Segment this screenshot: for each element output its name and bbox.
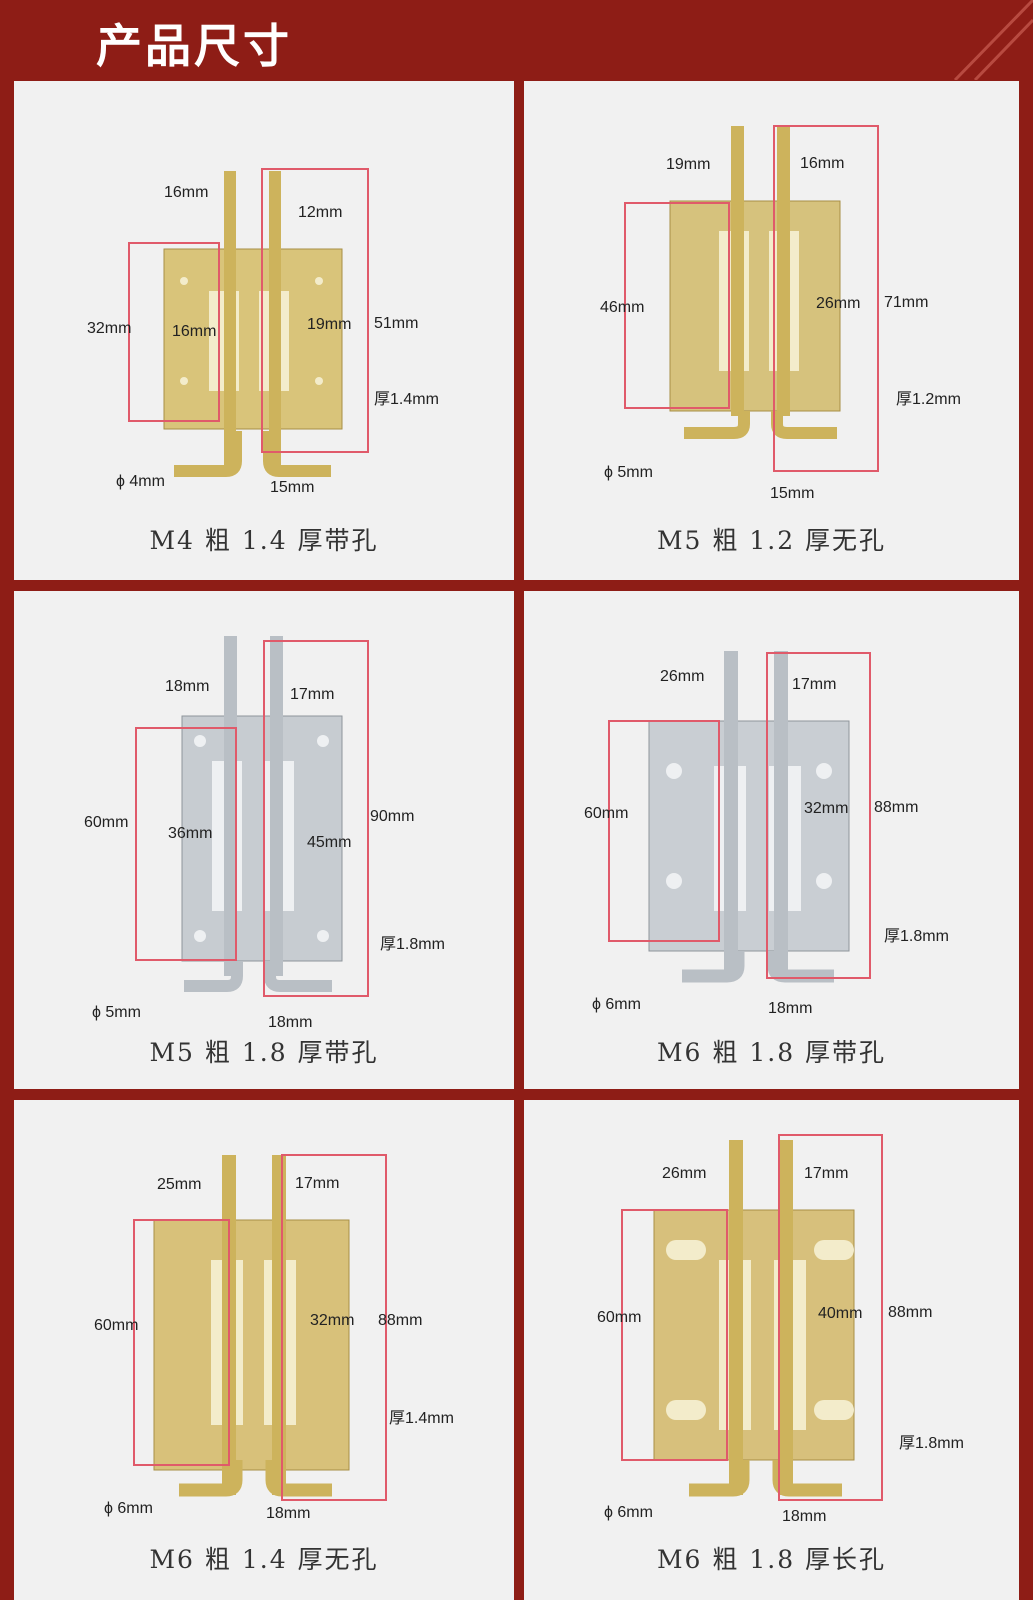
page-title: 产品尺寸 xyxy=(96,19,292,73)
dim-label: 15mm xyxy=(270,479,314,496)
dim-label: 12mm xyxy=(298,204,342,221)
dim-label: ϕ 4mm xyxy=(116,473,165,490)
dim-label: 厚1.4mm xyxy=(374,391,439,408)
dim-label: 60mm xyxy=(597,1309,641,1326)
product-panel-m6-1-8: 26mm 17mm 60mm 32mm 88mm 厚1.8mm ϕ 6mm 18… xyxy=(524,591,1019,1089)
panel-caption: M6 粗 1.4 厚无孔 xyxy=(149,1545,379,1574)
hinge-illustration: 19mm 16mm 46mm 26mm 71mm 厚1.2mm ϕ 5mm 15… xyxy=(600,125,961,502)
product-panel-m6-1-8-slot: 26mm 17mm 60mm 40mm 88mm 厚1.8mm ϕ 6mm 18… xyxy=(524,1100,1019,1600)
dim-label: 90mm xyxy=(370,808,414,825)
hinge-illustration: 16mm 12mm 32mm 16mm 19mm 51mm 厚1.4mm ϕ 4… xyxy=(87,168,439,496)
dim-label: 26mm xyxy=(662,1165,706,1182)
dim-label: 46mm xyxy=(600,299,644,316)
dim-label: 厚1.8mm xyxy=(884,928,949,945)
dim-label: ϕ 5mm xyxy=(604,464,653,481)
hinge-illustration: 26mm 17mm 60mm 32mm 88mm 厚1.8mm ϕ 6mm 18… xyxy=(584,651,949,1017)
hinge-illustration: 25mm 17mm 60mm 32mm 88mm 厚1.4mm ϕ 6mm 18… xyxy=(94,1154,454,1522)
header-banner: 产品尺寸 xyxy=(0,0,1033,80)
dim-label: 88mm xyxy=(874,799,918,816)
dim-label: 17mm xyxy=(792,676,836,693)
dim-label: ϕ 6mm xyxy=(592,996,641,1013)
dim-label: 18mm xyxy=(782,1508,826,1525)
dim-label: 88mm xyxy=(888,1304,932,1321)
dim-label: 88mm xyxy=(378,1312,422,1329)
dim-label: 厚1.2mm xyxy=(896,391,961,408)
dim-label: 16mm xyxy=(172,323,216,340)
dim-label: 18mm xyxy=(165,678,209,695)
panel-caption: M4 粗 1.4 厚带孔 xyxy=(149,526,379,555)
dim-label: 19mm xyxy=(307,316,351,333)
hinge-illustration: 18mm 17mm 60mm 36mm 90mm 45mm 厚1.8mm ϕ 5… xyxy=(84,636,445,1031)
dim-label: 60mm xyxy=(84,814,128,831)
dim-label: 45mm xyxy=(307,834,351,851)
dim-label: 厚1.8mm xyxy=(380,936,445,953)
dim-label: 32mm xyxy=(804,800,848,817)
dim-label: 17mm xyxy=(295,1175,339,1192)
dim-label: 16mm xyxy=(800,155,844,172)
dim-label: 16mm xyxy=(164,184,208,201)
dim-label: 18mm xyxy=(266,1505,310,1522)
dim-label: 18mm xyxy=(268,1014,312,1031)
dim-label: 71mm xyxy=(884,294,928,311)
panel-caption: M5 粗 1.2 厚无孔 xyxy=(656,526,887,555)
dim-label: 25mm xyxy=(157,1176,201,1193)
dim-label: 32mm xyxy=(310,1312,354,1329)
product-panel-m5-1-8: 18mm 17mm 60mm 36mm 90mm 45mm 厚1.8mm ϕ 5… xyxy=(14,591,514,1089)
dim-label: 32mm xyxy=(87,320,131,337)
panel-caption: M6 粗 1.8 厚带孔 xyxy=(656,1038,887,1067)
dim-label: ϕ 5mm xyxy=(92,1004,141,1021)
dim-label: 19mm xyxy=(666,156,710,173)
product-panel-m6-1-4: 25mm 17mm 60mm 32mm 88mm 厚1.4mm ϕ 6mm 18… xyxy=(14,1100,514,1600)
dim-label: 18mm xyxy=(768,1000,812,1017)
dim-label: 36mm xyxy=(168,825,212,842)
dim-label: ϕ 6mm xyxy=(104,1500,153,1517)
dim-label: ϕ 6mm xyxy=(604,1504,653,1521)
decorative-stripes xyxy=(953,0,1033,80)
product-panel-m4-1-4: 16mm 12mm 32mm 16mm 19mm 51mm 厚1.4mm ϕ 4… xyxy=(14,81,514,580)
hinge-illustration: 26mm 17mm 60mm 40mm 88mm 厚1.8mm ϕ 6mm 18… xyxy=(597,1134,964,1525)
dim-label: 26mm xyxy=(816,295,860,312)
dim-label: 厚1.8mm xyxy=(899,1435,964,1452)
product-panel-m5-1-2: 19mm 16mm 46mm 26mm 71mm 厚1.2mm ϕ 5mm 15… xyxy=(524,81,1019,580)
dim-label: 60mm xyxy=(584,805,628,822)
dim-label: 60mm xyxy=(94,1317,138,1334)
panel-caption: M5 粗 1.8 厚带孔 xyxy=(149,1038,379,1067)
dim-label: 17mm xyxy=(804,1165,848,1182)
dim-label: 40mm xyxy=(818,1305,862,1322)
dim-label: 17mm xyxy=(290,686,334,703)
dim-label: 51mm xyxy=(374,315,418,332)
dim-label: 15mm xyxy=(770,485,814,502)
dim-label: 26mm xyxy=(660,668,704,685)
panel-caption: M6 粗 1.8 厚长孔 xyxy=(656,1545,887,1574)
dim-label: 厚1.4mm xyxy=(389,1410,454,1427)
